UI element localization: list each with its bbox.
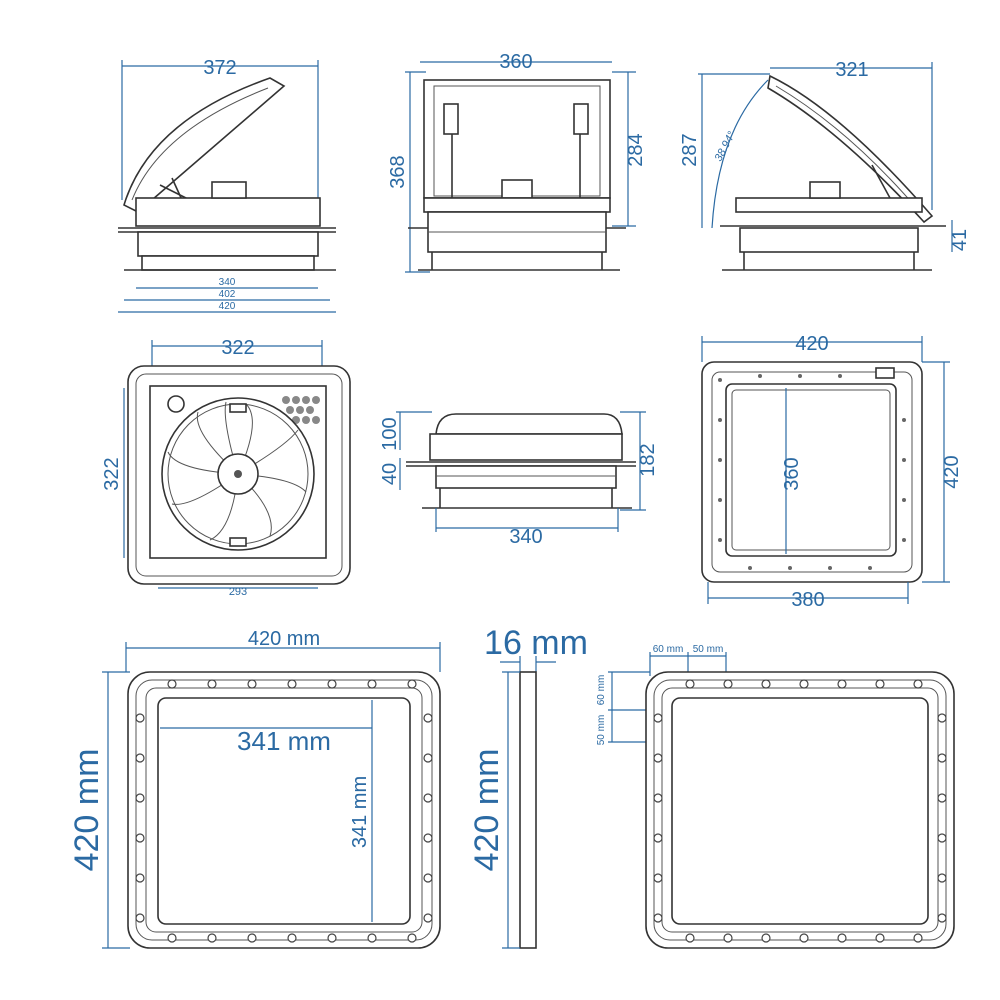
side-angle-view: 321 287 38.94° 41 — [679, 59, 971, 271]
dim-420-side: 420 — [941, 455, 963, 488]
dim-50mm-x: 50 mm — [693, 644, 724, 655]
dim-420mm-top: 420 mm — [248, 628, 320, 650]
dim-420-top: 420 — [795, 333, 828, 355]
dim-182: 182 — [637, 443, 659, 476]
dim-420mm-thick: 420 mm — [468, 749, 506, 872]
dim-287: 287 — [679, 133, 701, 166]
dim-321: 321 — [835, 59, 868, 81]
frame-thickness-view: 16 mm 420 mm — [468, 624, 588, 949]
dim-16mm: 16 mm — [484, 624, 588, 662]
frame-left-view: 420 mm 420 mm 341 mm 341 mm — [68, 628, 441, 949]
dim-380: 380 — [791, 589, 824, 611]
dim-360: 360 — [499, 51, 532, 73]
dim-322-side: 322 — [101, 457, 123, 490]
dim-341mm-h: 341 mm — [349, 776, 371, 848]
dim-420: 420 — [219, 301, 236, 312]
dim-50mm-y: 50 mm — [596, 715, 607, 746]
dim-402: 402 — [219, 289, 236, 300]
dim-372: 372 — [203, 57, 236, 79]
dim-360-inner: 360 — [781, 457, 803, 490]
dim-340-closed: 340 — [509, 526, 542, 548]
dim-340: 340 — [219, 277, 236, 288]
front-open-view: 360 368 284 — [387, 51, 647, 273]
dim-100: 100 — [379, 417, 401, 450]
dim-60mm-x: 60 mm — [653, 644, 684, 655]
dim-368: 368 — [387, 155, 409, 188]
bottom-view: 420 360 420 380 — [701, 333, 963, 611]
dim-60mm-y: 60 mm — [596, 675, 607, 706]
dim-293: 293 — [229, 586, 247, 598]
dim-41: 41 — [949, 229, 971, 251]
top-fan-view: 322 322 293 — [101, 337, 351, 598]
frame-right-view: 60 mm 50 mm 60 mm 50 mm — [596, 644, 955, 949]
dim-341mm-w: 341 mm — [237, 726, 331, 756]
dim-322-top: 322 — [221, 337, 254, 359]
dim-40: 40 — [379, 463, 401, 485]
dim-420mm-left: 420 mm — [68, 749, 106, 872]
dim-angle: 38.94° — [713, 129, 739, 163]
dim-284: 284 — [625, 133, 647, 166]
side-open-view: 372 340 402 420 — [118, 57, 336, 313]
closed-side-view: 100 40 182 340 — [379, 411, 659, 548]
